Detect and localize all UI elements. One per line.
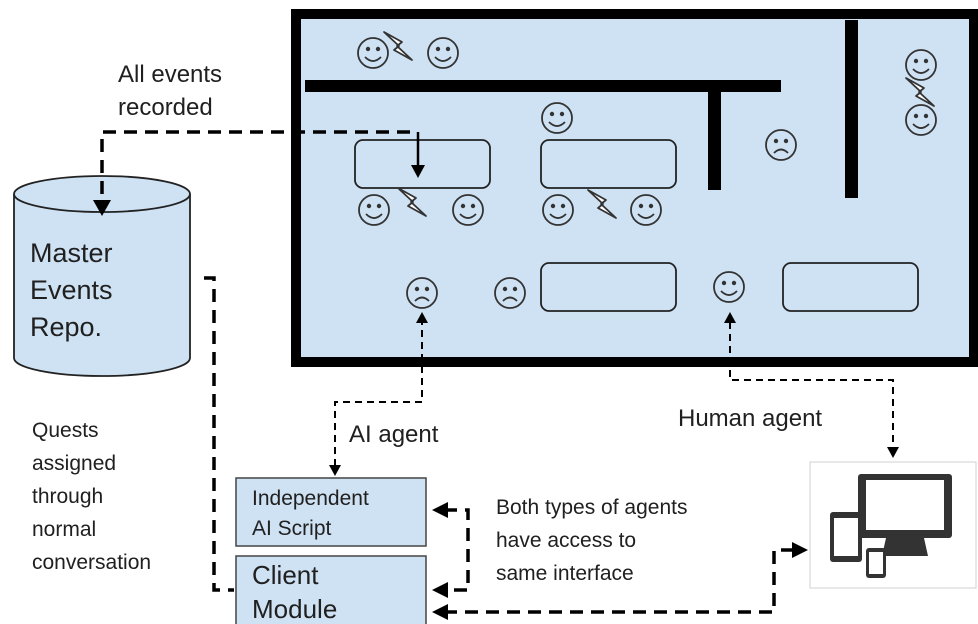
arrow-head-icon — [416, 312, 428, 323]
ai-script-label-2: AI Script — [252, 517, 332, 540]
quests-label-4: normal — [32, 518, 96, 541]
quest-line — [204, 276, 234, 592]
wall — [305, 80, 781, 92]
repo-label-2: Events — [30, 275, 113, 305]
ai-agent-label: AI agent — [349, 421, 439, 448]
client-module-label-2: Module — [252, 594, 337, 624]
client-module-box — [235, 555, 427, 624]
events-label-1: All events — [118, 61, 222, 88]
arrow-head-icon — [792, 542, 808, 558]
quests-label-5: conversation — [32, 551, 151, 574]
devices-icon — [809, 461, 977, 589]
interface-line — [444, 508, 470, 592]
table-box — [540, 262, 677, 312]
arrow-head-icon — [93, 200, 111, 216]
table-box — [540, 139, 677, 189]
arrow-head-icon — [724, 312, 736, 323]
human-agent-line — [729, 322, 894, 448]
arrow-head-icon — [432, 604, 448, 620]
arrow-head-icon — [432, 502, 448, 518]
human-agent-label: Human agent — [678, 405, 822, 432]
events-label-2: recorded — [118, 94, 213, 121]
quests-label-1: Quests — [32, 419, 99, 442]
repo-label-3: Repo. — [30, 312, 102, 342]
interface-line — [444, 548, 796, 614]
both-label-3: same interface — [496, 562, 634, 585]
ai-script-box — [235, 477, 427, 547]
wall — [845, 20, 858, 198]
both-label-1: Both types of agents — [496, 496, 687, 519]
arrow-head-icon — [887, 447, 899, 458]
arrow-head-icon — [411, 165, 425, 178]
both-label-2: have access to — [496, 529, 636, 552]
events-arrow-line — [100, 130, 410, 206]
arrow-head-icon — [432, 582, 448, 598]
table-box — [354, 139, 491, 189]
repo-label-1: Master — [30, 238, 113, 268]
table-box — [782, 262, 919, 312]
quests-label-2: assigned — [32, 452, 116, 475]
client-module-label-1: Client — [252, 560, 319, 590]
wall — [708, 88, 721, 190]
ai-script-label-1: Independent — [252, 487, 369, 510]
quests-label-3: through — [32, 485, 103, 508]
arrow-head-icon — [329, 465, 341, 476]
